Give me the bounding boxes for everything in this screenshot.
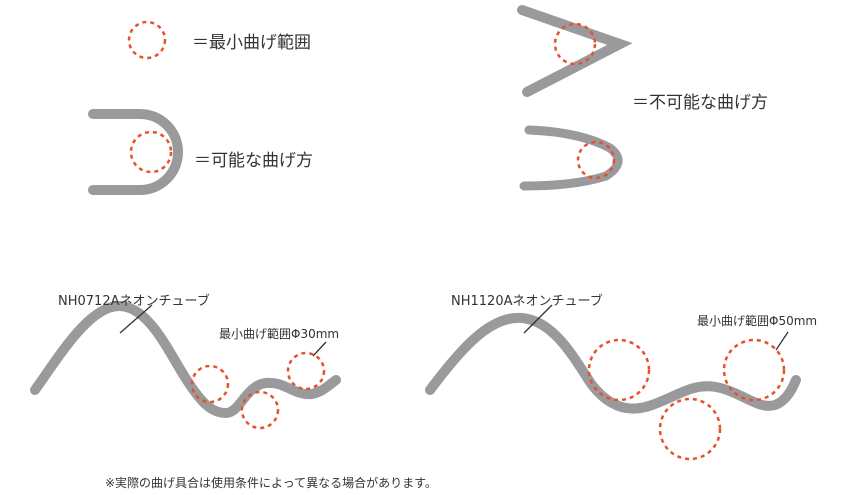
nh1120a-bend-circle — [722, 338, 786, 402]
nh0712a-bend-circle — [286, 351, 326, 391]
impossible-bend-u-circle — [576, 140, 616, 180]
nh1120a-product-leader — [523, 304, 553, 334]
nh0712a-note-leader — [312, 341, 327, 357]
impossible-bend-v-tube — [517, 5, 633, 97]
min-bend-legend-label: ＝最小曲げ範囲 — [192, 33, 311, 53]
possible-bend-tube — [88, 109, 183, 195]
nh0712a-bend-circle — [190, 364, 230, 404]
legend-min-bend-circle — [127, 20, 167, 60]
nh1120a-product-label: NH1120Aネオンチューブ — [451, 294, 603, 309]
nh0712a-product-label: NH0712Aネオンチューブ — [58, 294, 210, 309]
nh0712a-product-leader — [119, 304, 153, 334]
nh1120a-bend-circle — [587, 338, 651, 402]
impossible-bend-label: ＝不可能な曲げ方 — [632, 93, 768, 113]
possible-bend-circle — [129, 130, 173, 174]
impossible-bend-v-circle — [553, 22, 597, 66]
possible-bend-label: ＝可能な曲げ方 — [194, 151, 313, 171]
nh1120a-bend-circle — [658, 397, 722, 461]
nh0712a-bend-circle — [240, 390, 280, 430]
footnote: ※実際の曲げ具合は使用条件によって異なる場合があります。 — [105, 476, 437, 490]
nh1120a-min-bend-note: 最小曲げ範囲Φ50mm — [697, 314, 818, 328]
impossible-bend-u-tube — [519, 125, 623, 191]
nh1120a-tube — [425, 312, 801, 414]
nh0712a-tube — [30, 300, 341, 419]
nh1120a-note-leader — [775, 331, 789, 351]
nh0712a-min-bend-note: 最小曲げ範囲Φ30mm — [219, 327, 340, 341]
